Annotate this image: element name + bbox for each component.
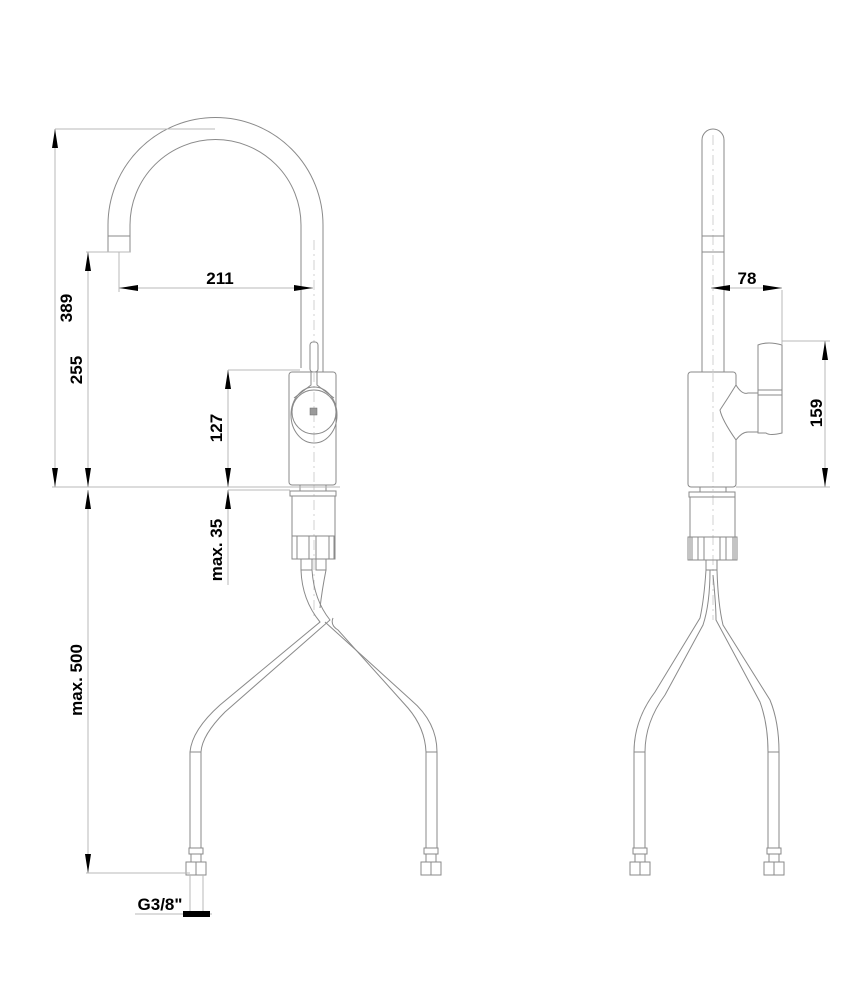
fitting-right xyxy=(420,847,442,876)
dim-spout-height: 255 xyxy=(67,356,86,384)
spout xyxy=(107,117,324,480)
base-ring xyxy=(299,484,327,492)
front-view xyxy=(107,117,442,876)
dim-connection-thread: G3/8" xyxy=(138,895,183,914)
fitting-side-right xyxy=(763,847,785,876)
dim-spout-reach: 211 xyxy=(206,269,233,288)
supply-hose-right xyxy=(319,569,438,848)
lever-connector xyxy=(719,384,761,441)
side-view xyxy=(629,128,785,876)
dim-handle-offset: 78 xyxy=(738,269,757,288)
handle-disc xyxy=(290,386,338,444)
fitting-side-left xyxy=(629,847,651,876)
spout-side xyxy=(701,128,725,372)
aerator xyxy=(107,235,131,253)
lever-handle-side xyxy=(757,342,783,435)
dim-body-height: 127 xyxy=(207,414,226,442)
fitting-left xyxy=(185,847,207,876)
dim-handle-height: 159 xyxy=(807,399,826,427)
dim-hose-length: max. 500 xyxy=(67,644,86,716)
front-dimensions: 389 255 211 127 max. 35 max. 500 G3/8" xyxy=(52,128,340,917)
lever-handle xyxy=(309,341,319,373)
dim-deck-thickness: max. 35 xyxy=(207,519,226,581)
dim-total-height: 389 xyxy=(57,294,76,322)
side-dimensions: 78 159 xyxy=(711,269,830,488)
supply-hose-side-left xyxy=(633,569,707,848)
supply-hose-side-right xyxy=(716,569,780,848)
brand-logo-icon xyxy=(309,407,318,416)
supply-hose-left xyxy=(189,569,321,848)
